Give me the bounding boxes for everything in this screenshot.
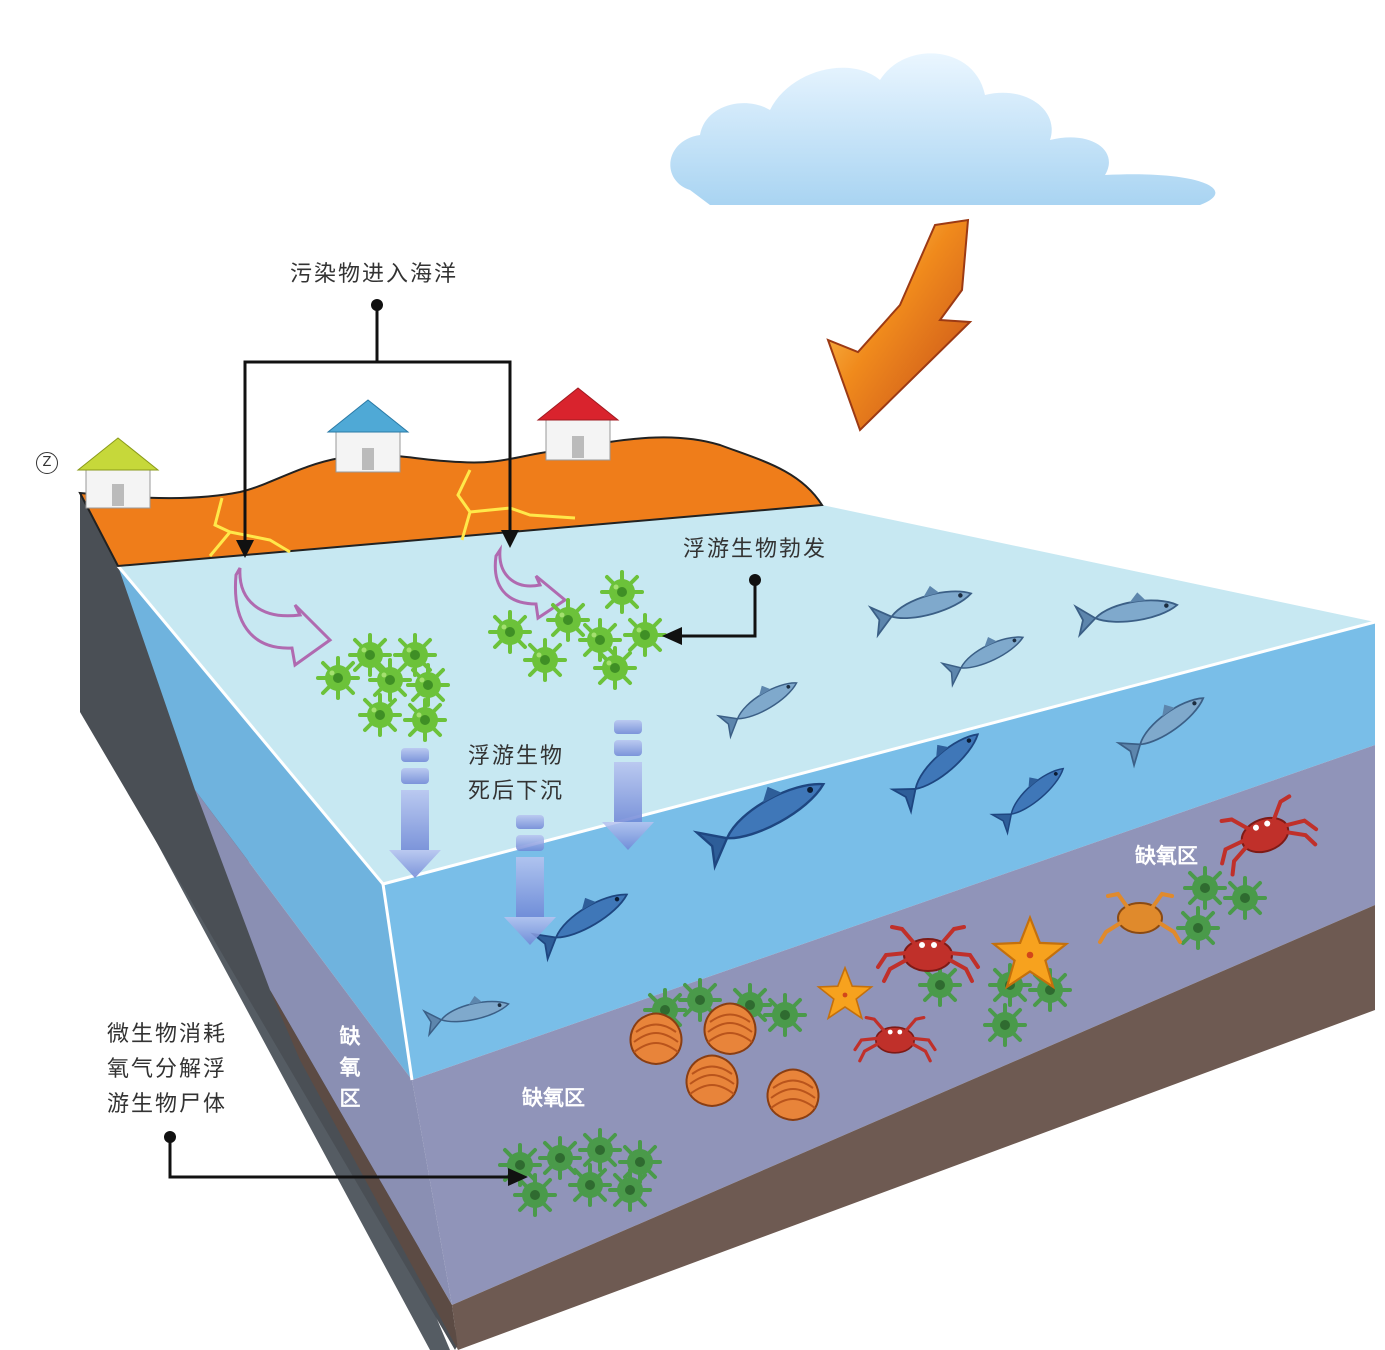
corner-mark: Z (36, 452, 58, 474)
water-front-face (383, 622, 1375, 1080)
hypoxic-front-face (412, 745, 1375, 1305)
plankton-bloom-label: 浮游生物勃发 (683, 537, 828, 562)
pollution-flow-arrow-icon (233, 567, 333, 668)
microbe-callout-line (168, 1137, 510, 1179)
hypoxic-zone-label-right: 缺氧区 (1135, 844, 1198, 868)
plankton-sink-label-line2: 死后下沉 (468, 779, 565, 804)
hypoxic-zone-label-side: 缺氧区 (337, 1025, 361, 1118)
house-icon (536, 387, 620, 461)
microbes-label-line3: 游生物尸体 (107, 1092, 228, 1117)
microbes-label-line1: 微生物消耗 (107, 1022, 228, 1047)
land-strip (78, 436, 824, 568)
bloom-callout-line (680, 580, 757, 638)
sediment-front-face (452, 905, 1375, 1350)
pollution-flow-arrow-icon (493, 544, 568, 621)
sun-ray-arrow-icon (826, 218, 973, 432)
microbes-label-line2: 氧气分解浮 (107, 1057, 228, 1082)
house-icon (326, 399, 410, 473)
land-cracks (208, 469, 576, 557)
pollutant-callout-lines (243, 305, 512, 540)
plankton-sink-label-line1: 浮游生物 (468, 744, 565, 769)
hypoxic-zone-label-front: 缺氧区 (522, 1086, 585, 1110)
water-side-face (118, 566, 412, 1080)
house-icon (76, 437, 160, 509)
cloud-icon (670, 53, 1216, 205)
water-top-surface (118, 505, 1375, 884)
pollutants-label: 污染物进入海洋 (290, 262, 459, 287)
